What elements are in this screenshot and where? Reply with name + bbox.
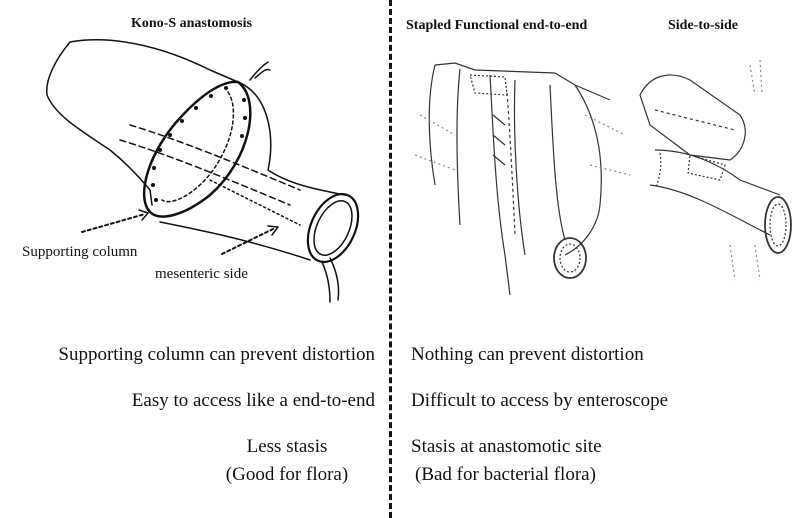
right-row-stasis: Stasis at anastomotic site — [411, 436, 602, 457]
supporting-column-annotation: Supporting column — [22, 244, 138, 260]
kono-s-title: Kono-S anastomosis — [131, 16, 252, 31]
left-row-stasis: Less stasis — [246, 436, 328, 457]
stapled-title: Stapled Functional end-to-end — [406, 18, 588, 33]
side-to-side-illustration — [639, 59, 792, 281]
left-row-access: Easy to access like a end-to-end — [131, 390, 375, 411]
mesenteric-side-annotation: mesenteric side — [155, 266, 248, 282]
right-row-flora: (Bad for bacterial flora) — [415, 464, 596, 485]
left-row-flora: (Good for flora) — [225, 464, 349, 485]
side-to-side-title: Side-to-side — [668, 18, 738, 33]
left-row-distortion: Supporting column can prevent distortion — [58, 344, 375, 365]
panel-divider — [389, 0, 392, 518]
right-row-access: Difficult to access by enteroscope — [411, 390, 669, 411]
kono-s-illustration — [46, 39, 360, 303]
right-row-distortion: Nothing can prevent distortion — [411, 344, 644, 365]
stapled-illustration — [414, 62, 631, 296]
